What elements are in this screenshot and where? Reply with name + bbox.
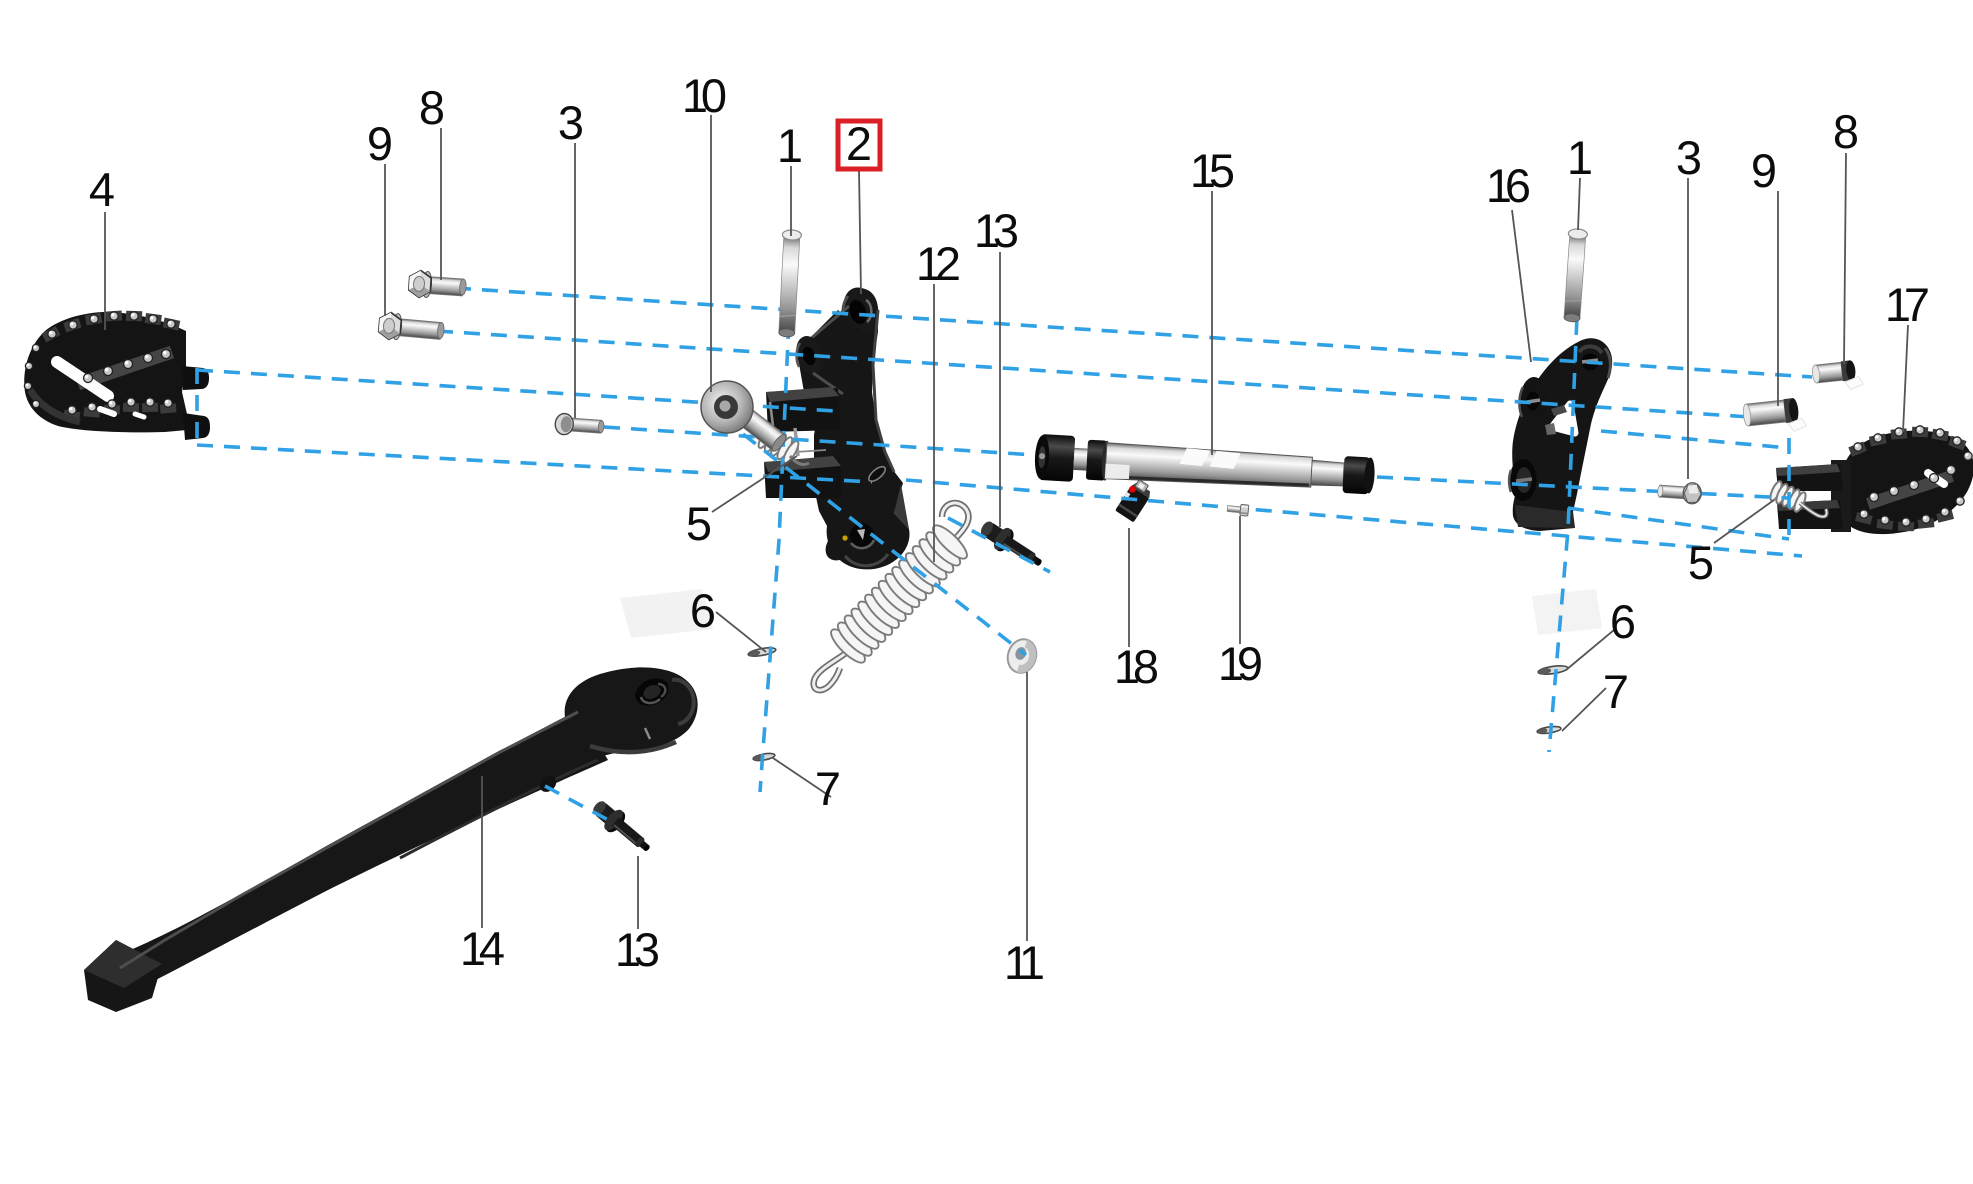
svg-text:1: 1 [615, 923, 641, 976]
svg-text:9: 9 [367, 117, 393, 170]
svg-text:1: 1 [1885, 278, 1911, 331]
svg-text:1: 1 [777, 119, 803, 172]
svg-text:1: 1 [1218, 637, 1244, 690]
svg-text:1: 1 [1019, 936, 1045, 989]
svg-text:5: 5 [686, 497, 712, 550]
svg-text:4: 4 [89, 163, 115, 216]
svg-text:8: 8 [1833, 105, 1859, 158]
svg-text:3: 3 [558, 96, 584, 149]
svg-text:2: 2 [935, 237, 961, 290]
svg-text:7: 7 [815, 762, 841, 815]
svg-text:1: 1 [682, 69, 708, 122]
svg-text:8: 8 [1133, 640, 1159, 693]
svg-text:3: 3 [1676, 131, 1702, 184]
svg-text:1: 1 [1486, 159, 1512, 212]
svg-text:7: 7 [1603, 665, 1629, 718]
svg-text:6: 6 [690, 584, 716, 637]
svg-text:1: 1 [1567, 131, 1593, 184]
svg-text:2: 2 [846, 117, 872, 170]
svg-text:8: 8 [419, 81, 445, 134]
svg-text:6: 6 [1505, 159, 1531, 212]
svg-text:1: 1 [1190, 144, 1216, 197]
svg-text:6: 6 [1610, 595, 1636, 648]
svg-text:1: 1 [460, 922, 486, 975]
svg-text:1: 1 [974, 204, 1000, 257]
svg-text:9: 9 [1751, 144, 1777, 197]
svg-text:9: 9 [1237, 637, 1263, 690]
svg-text:0: 0 [701, 69, 727, 122]
svg-text:3: 3 [634, 923, 660, 976]
svg-text:1: 1 [916, 237, 942, 290]
svg-text:5: 5 [1209, 144, 1235, 197]
svg-text:1: 1 [1004, 936, 1030, 989]
svg-text:7: 7 [1904, 278, 1930, 331]
svg-text:1: 1 [1114, 640, 1140, 693]
svg-text:4: 4 [479, 922, 505, 975]
svg-text:5: 5 [1688, 536, 1714, 589]
svg-text:3: 3 [993, 204, 1019, 257]
